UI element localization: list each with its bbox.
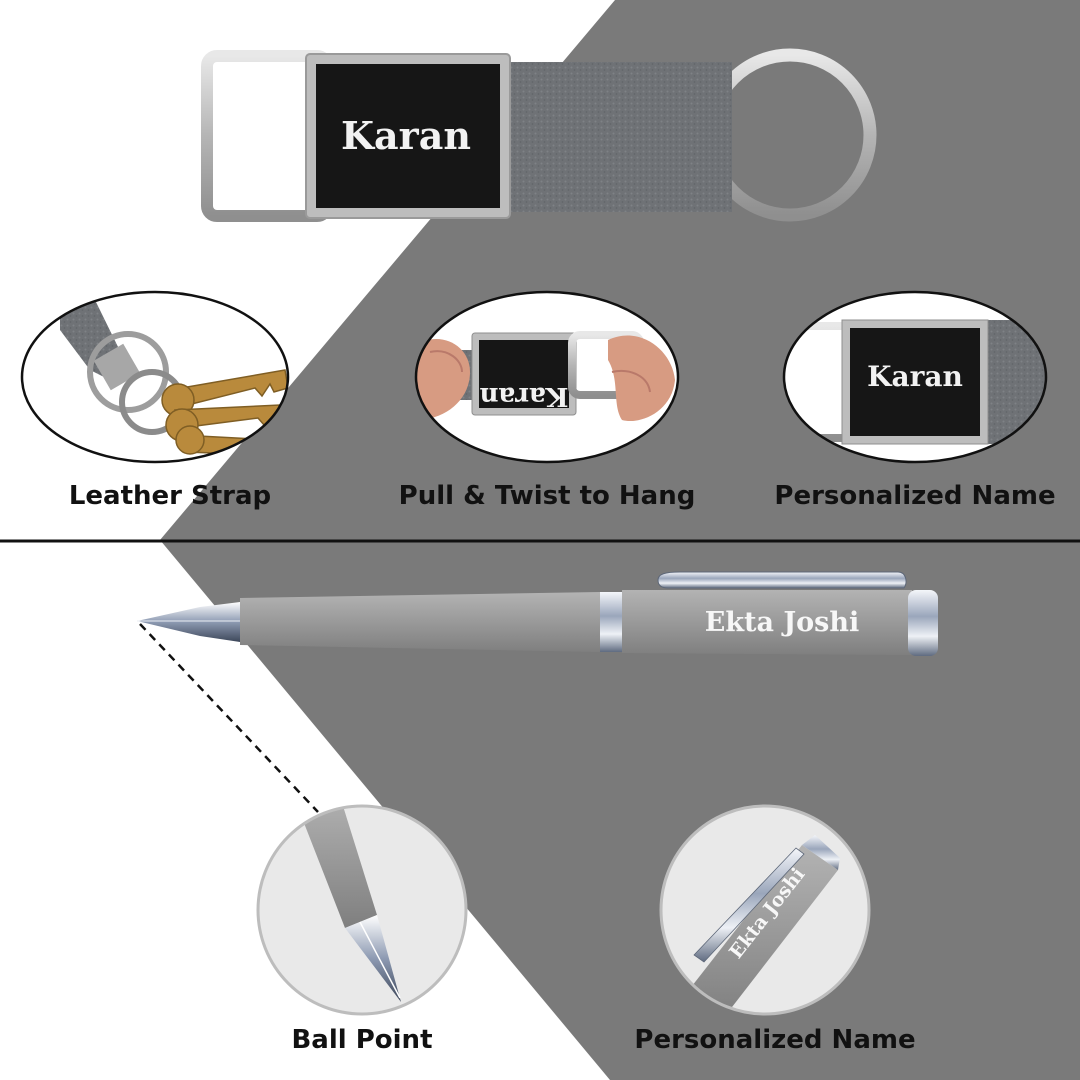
hands-twisting-keychain-icon: Karan [414,290,680,464]
engraved-plate-closeup-icon: Karan [782,290,1048,464]
leather-strap [500,62,732,212]
feature-label-ball-point: Ball Point [291,1025,433,1055]
pen-product-image: Ekta Joshi [137,571,938,656]
pen-tip-closeup-icon [256,804,468,1016]
feature-label-leather-strap: Leather Strap [68,481,272,511]
feature-label-pull-twist: Pull & Twist to Hang [398,481,696,511]
plate-closeup-name: Karan [867,360,963,393]
pen-engraved-name: Ekta Joshi [705,607,860,638]
feature-label-pen-personalized-name: Personalized Name [634,1025,916,1055]
twist-preview-name: Karan [479,381,568,411]
engraved-pen-closeup-icon: Ekta Joshi [659,804,871,1016]
name-plate [316,64,500,208]
leather-strap-with-keys-icon [20,290,290,464]
keychain-product-image: Karan [201,48,877,222]
feature-label-personalized-name: Personalized Name [774,481,1056,511]
pointer-line [139,623,319,813]
keychain-engraved-name: Karan [341,113,471,158]
